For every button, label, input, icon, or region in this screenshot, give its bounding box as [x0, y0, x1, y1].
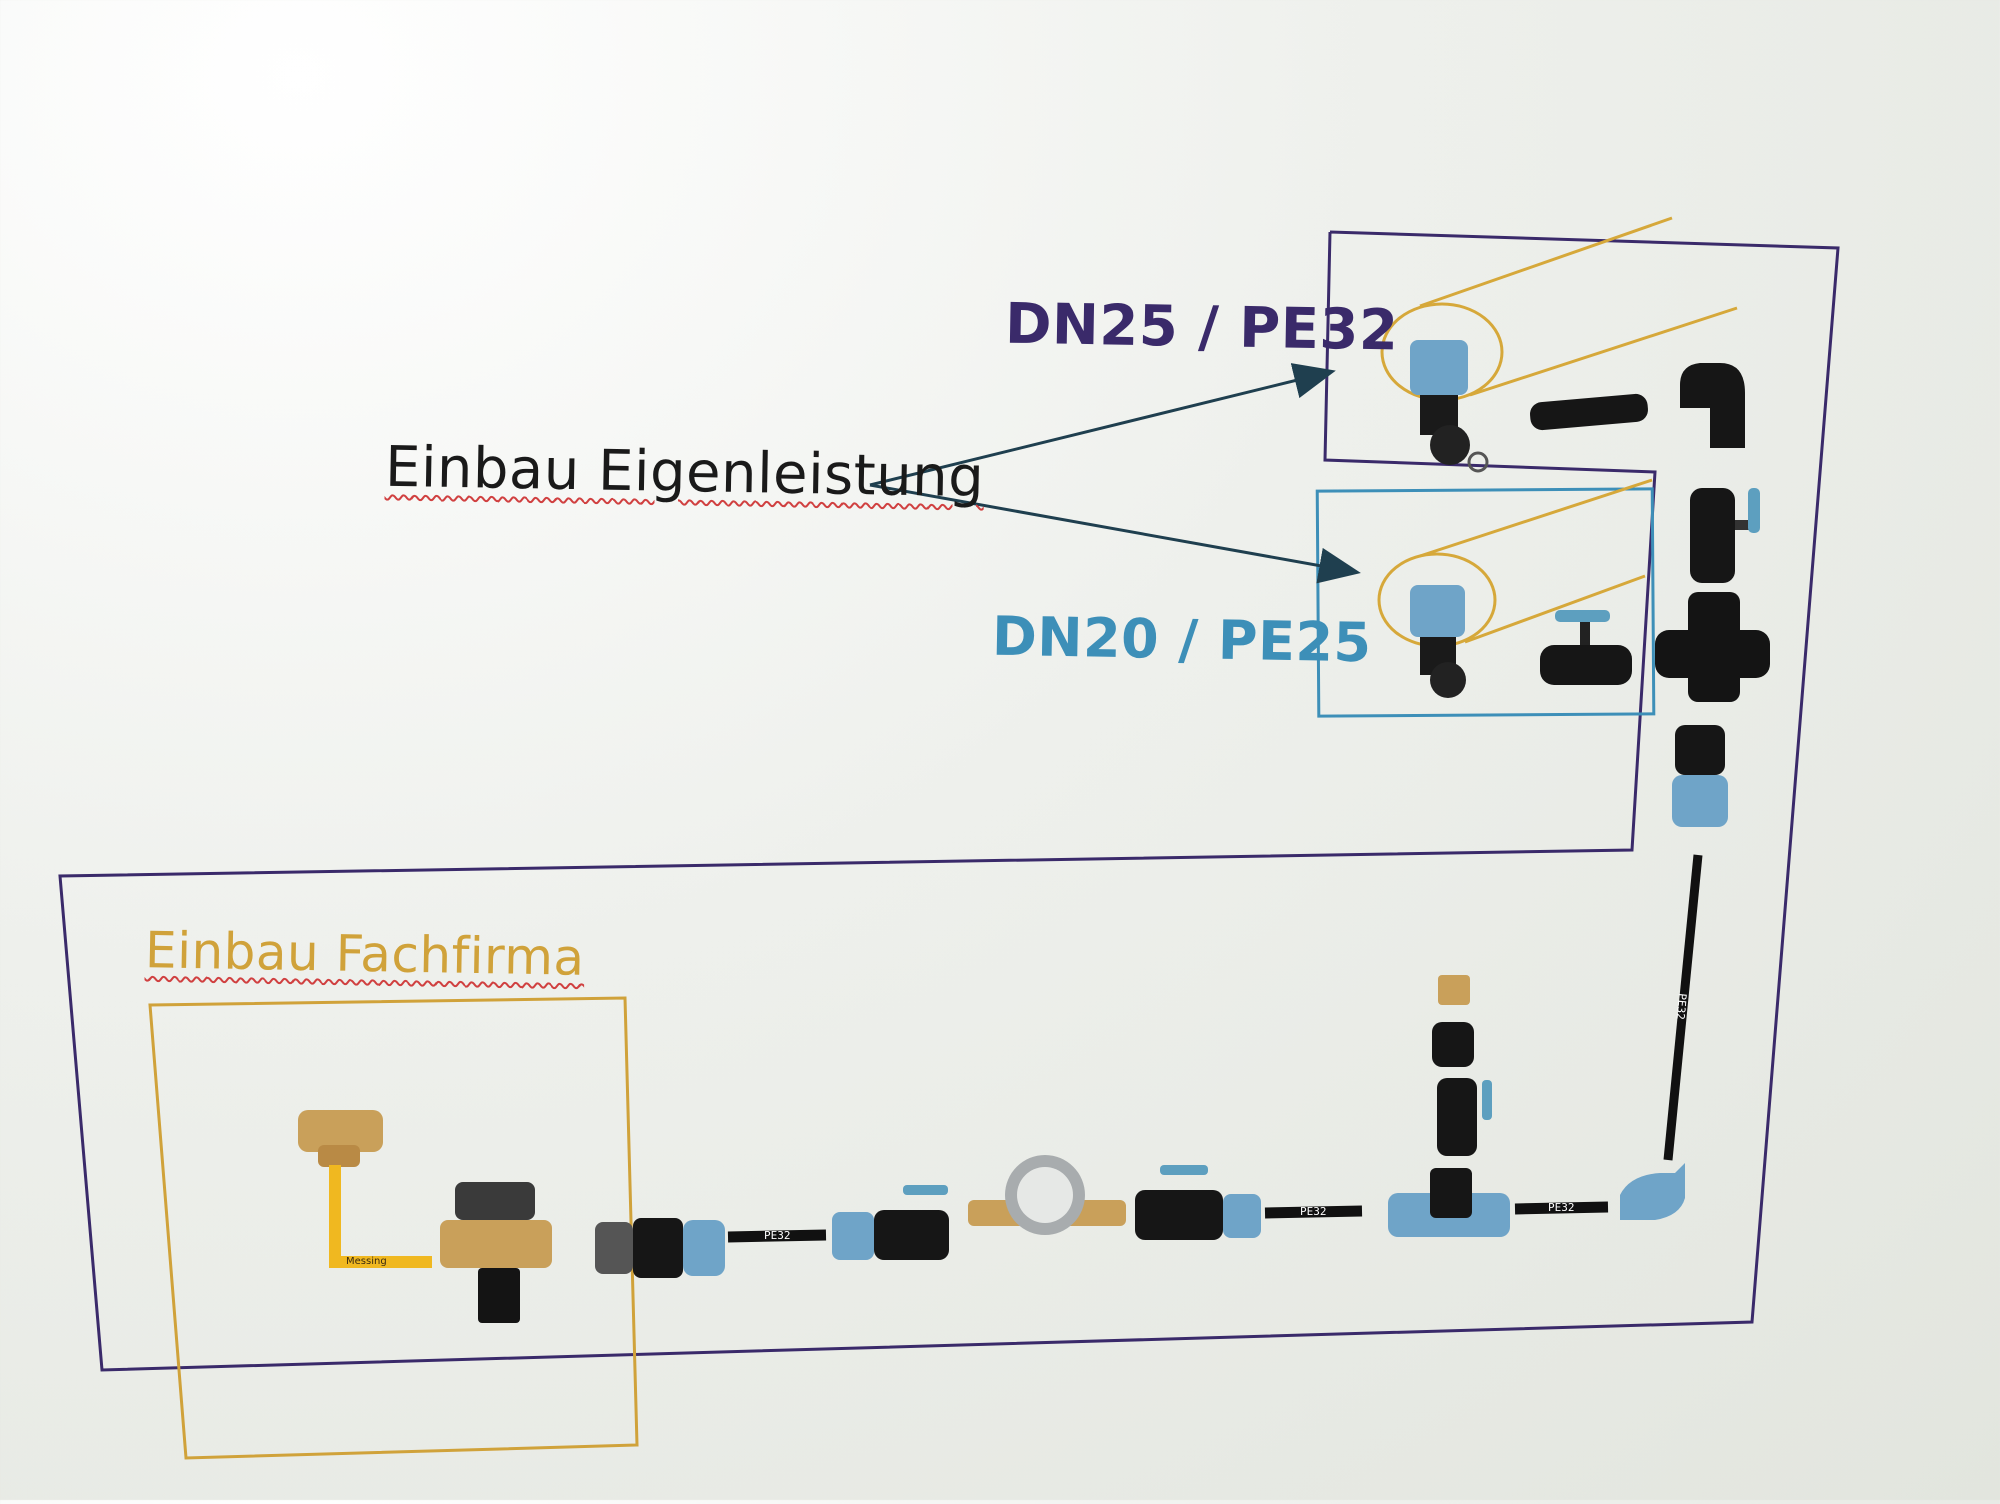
male-adapter-icon	[1530, 393, 1648, 431]
coupling-icon	[595, 1218, 725, 1278]
label-messing: Messing	[346, 1256, 387, 1267]
pipe-segment	[1264, 1205, 1363, 1219]
pipe-label: PE32	[764, 1229, 791, 1242]
arrow-to-dn20	[869, 483, 1361, 584]
ball-valve-icon	[832, 1185, 949, 1260]
highlight-ray	[1464, 574, 1646, 644]
ball-valve-icon	[1690, 488, 1760, 583]
ball-valve-icon	[1540, 610, 1632, 685]
elbow-coupling-icon	[1410, 340, 1489, 473]
ball-valve-icon	[1135, 1165, 1261, 1240]
elbow-coupling-icon	[1620, 1163, 1685, 1220]
pipe-label: PE32	[1300, 1205, 1327, 1218]
label-einbau-fachfirma: Einbau Fachfirma	[144, 921, 586, 987]
coupling-icon	[1432, 1022, 1474, 1067]
frame-fachfirma	[148, 996, 639, 1460]
pe-tee-icon	[1655, 592, 1770, 702]
pe-elbow-icon	[1680, 363, 1745, 448]
pipe-label: PE32	[1673, 992, 1689, 1021]
arrow-to-dn25	[869, 363, 1336, 487]
pe-tee-icon	[1388, 1168, 1510, 1237]
water-meter-icon	[968, 1155, 1126, 1235]
pipe-vertical	[1663, 854, 1703, 1161]
highlight-ray	[1419, 478, 1653, 558]
label-einbau-eigenleistung: Einbau Eigenleistung	[384, 434, 985, 511]
highlight-ray	[1419, 216, 1673, 308]
pipe-segment	[1514, 1201, 1609, 1215]
label-dn25-pe32: DN25 / PE32	[1004, 291, 1399, 364]
highlight-ray	[1469, 306, 1738, 397]
brass-nipple-icon	[1438, 975, 1470, 1005]
brass-tee-icon	[298, 1110, 383, 1167]
pipe-label: PE32	[1548, 1201, 1575, 1214]
elbow-coupling-icon	[1410, 585, 1466, 698]
brass-pipe	[329, 1165, 432, 1268]
ball-valve-icon	[1437, 1078, 1492, 1156]
frame-dn25	[58, 230, 1840, 1372]
pressure-reducer-icon	[440, 1182, 552, 1323]
pipe-segment	[727, 1229, 827, 1243]
frame-dn20	[1315, 487, 1656, 718]
label-dn20-pe25: DN20 / PE25	[991, 604, 1373, 675]
coupling-icon	[1672, 725, 1728, 827]
